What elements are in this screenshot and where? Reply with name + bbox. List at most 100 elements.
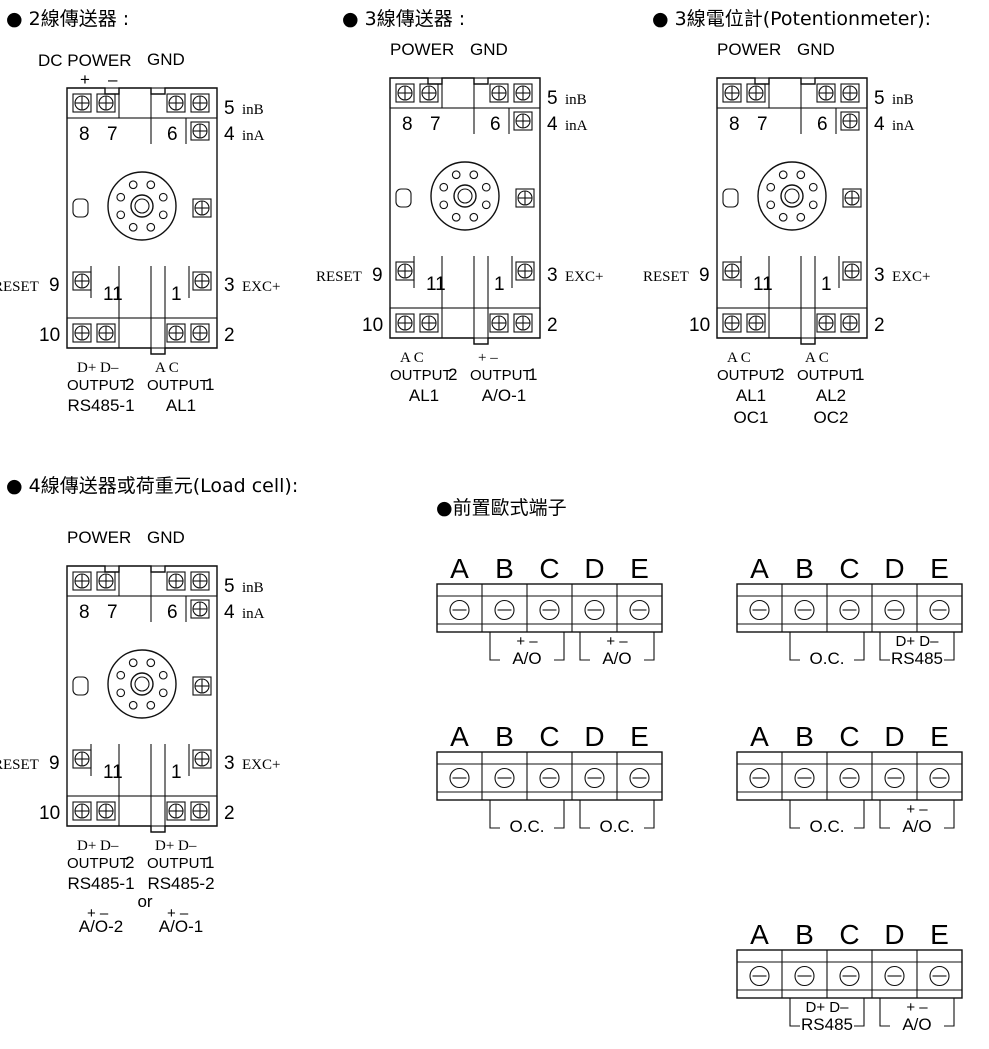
w2-out2-num: 2 (125, 375, 134, 394)
w2-screw-1b-icon (166, 323, 186, 343)
pot-bottom-label-1: AL2 (816, 386, 846, 405)
w2-term-1: 1 (171, 284, 182, 305)
euro-pin-labels: + – (606, 633, 628, 650)
euro-letter-c: C (539, 721, 559, 752)
w4-screw-11b-icon (96, 801, 116, 821)
euro-screw-icon (629, 599, 650, 621)
w4-screw-5-icon (190, 571, 210, 591)
euro-letter-b: B (495, 553, 514, 584)
euro-screw-icon (794, 599, 815, 621)
w3-term-6: 6 (490, 114, 501, 135)
w4-term-1: 1 (171, 762, 182, 783)
w4-reset-label: RESET (0, 757, 39, 773)
euro-letter-d: D (584, 721, 604, 752)
w2-term-10: 10 (39, 325, 60, 346)
w3-side-screw-icon (515, 188, 535, 208)
euro-letter-e: E (630, 553, 649, 584)
w2-term-3: 3 (224, 275, 235, 296)
euro-letter-e: E (930, 919, 949, 950)
w2-term-9: 9 (49, 275, 60, 296)
w2-screw-5-icon (190, 93, 210, 113)
pot-term-8: 8 (729, 114, 740, 135)
w3-screw-11b-icon (419, 313, 439, 333)
euro-letter-d: D (884, 553, 904, 584)
euro-letter-b: B (495, 721, 514, 752)
w3-screw-4-icon (513, 111, 533, 131)
w3-term-7: 7 (430, 114, 441, 135)
euro-group-label: O.C. (510, 817, 545, 836)
w2-term-8: 8 (79, 124, 90, 145)
pot-term-5: 5 (874, 88, 885, 109)
w4-ao-pins-1: + – (167, 905, 189, 922)
euro-screw-icon (449, 767, 470, 789)
w3-out1-word: OUTPUT (470, 367, 532, 384)
w4-ao-label-2: A/O-2 (79, 917, 123, 936)
pot-screw-7-icon (746, 83, 766, 103)
euro-pin-labels: + – (516, 633, 538, 650)
euro-letter-a: A (450, 553, 469, 584)
pot-out2-num: 2 (775, 365, 784, 384)
pot-power-label: POWER (717, 40, 781, 59)
w4-screw-4-icon (190, 599, 210, 619)
pot-term-1: 1 (821, 274, 832, 295)
w2-screw-9-icon (72, 271, 92, 291)
euro-group-label: A/O (902, 817, 931, 836)
w4-term-10: 10 (39, 803, 60, 824)
euro-pin-labels: D+ D– (806, 999, 850, 1016)
euro-screw-icon (884, 599, 905, 621)
w3-term-8: 8 (402, 114, 413, 135)
w3-screw-7-icon (419, 83, 439, 103)
w4-gnd-label: GND (147, 528, 185, 547)
pot-screw-2b-icon (840, 313, 860, 333)
euro-screw-icon (749, 599, 770, 621)
pot-gnd-label: GND (797, 40, 835, 59)
w4-ao-pins-2: + – (87, 905, 109, 922)
euro-screw-icon (929, 767, 950, 789)
pot-top-rail (716, 77, 868, 109)
w4-term-2: 2 (224, 803, 235, 824)
pot-octal-socket-icon (757, 161, 827, 231)
euro-screw-icon (929, 965, 950, 987)
euro-screw-icon (449, 599, 470, 621)
euro-letter-d: D (884, 919, 904, 950)
w2-bottom-label-2: RS485-1 (67, 396, 134, 415)
euro-letter-d: D (584, 553, 604, 584)
euro-pin-labels: + – (906, 801, 928, 818)
w3-term-3-label: EXC+ (565, 269, 603, 285)
euro-letter-b: B (795, 721, 814, 752)
w2-out1-word: OUTPUT (147, 377, 209, 394)
pot-term-3-label: EXC+ (892, 269, 930, 285)
w4-screw-6-icon (166, 571, 186, 591)
w2-gnd-label: GND (147, 50, 185, 69)
w3-out1-num: 1 (528, 365, 537, 384)
pot-screw-11b-icon (746, 313, 766, 333)
pot-left-tab-icon (722, 188, 739, 208)
euro-group-label: A/O (902, 1015, 931, 1034)
w4-out2-word: OUTPUT (67, 855, 129, 872)
euro-screw-icon (629, 767, 650, 789)
euro-screw-icon (584, 599, 605, 621)
w4-term-7: 7 (107, 602, 118, 623)
w4-term-6: 6 (167, 602, 178, 623)
w4-term-4: 4 (224, 602, 235, 623)
w2-out1-pins: A C (155, 360, 179, 376)
w3-out2-pins: A C (400, 350, 424, 366)
euro-letter-d: D (884, 721, 904, 752)
w4-out2-num: 2 (125, 853, 134, 872)
pot-term-6: 6 (817, 114, 828, 135)
pot-term-3: 3 (874, 265, 885, 286)
pot-screw-9-icon (722, 261, 742, 281)
pot-side-screw-icon (842, 188, 862, 208)
euro-letter-b: B (795, 553, 814, 584)
w3-bottom-label-2: AL1 (409, 386, 439, 405)
title-2wire: ● 2線傳送器 : (6, 8, 129, 30)
w3-screw-6-icon (489, 83, 509, 103)
w3-term-2: 2 (547, 315, 558, 336)
w3-octal-socket-icon (430, 161, 500, 231)
w2-screw-6-icon (166, 93, 186, 113)
euro-screw-icon (839, 599, 860, 621)
